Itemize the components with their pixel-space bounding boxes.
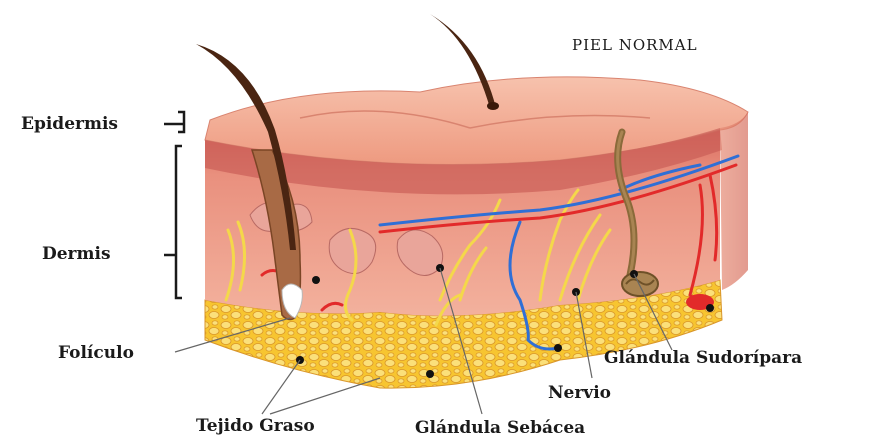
- right-side-face: [720, 112, 748, 290]
- label-epidermis: Epidermis: [21, 116, 118, 133]
- label-foliculo: Folículo: [58, 345, 134, 362]
- pointer-dot-sweat-2: [706, 304, 714, 312]
- label-tejido-graso: Tejido Graso: [196, 418, 315, 435]
- diagram-title: PIEL NORMAL: [572, 36, 698, 54]
- pointer-dot-vein: [554, 344, 562, 352]
- dermis-bracket: [164, 146, 182, 298]
- label-nervio: Nervio: [548, 385, 611, 402]
- epidermis-bracket: [164, 112, 184, 132]
- label-glandula-sudoripara: Glándula Sudorípara: [604, 350, 802, 367]
- label-glandula-sebacea: Glándula Sebácea: [415, 420, 585, 437]
- hair-root-center: [487, 102, 499, 110]
- sweat-gland-coil: [622, 272, 658, 296]
- label-dermis: Dermis: [42, 246, 111, 263]
- pointer-dot-follicle: [312, 276, 320, 284]
- pointer-dot-fat-2: [426, 370, 434, 378]
